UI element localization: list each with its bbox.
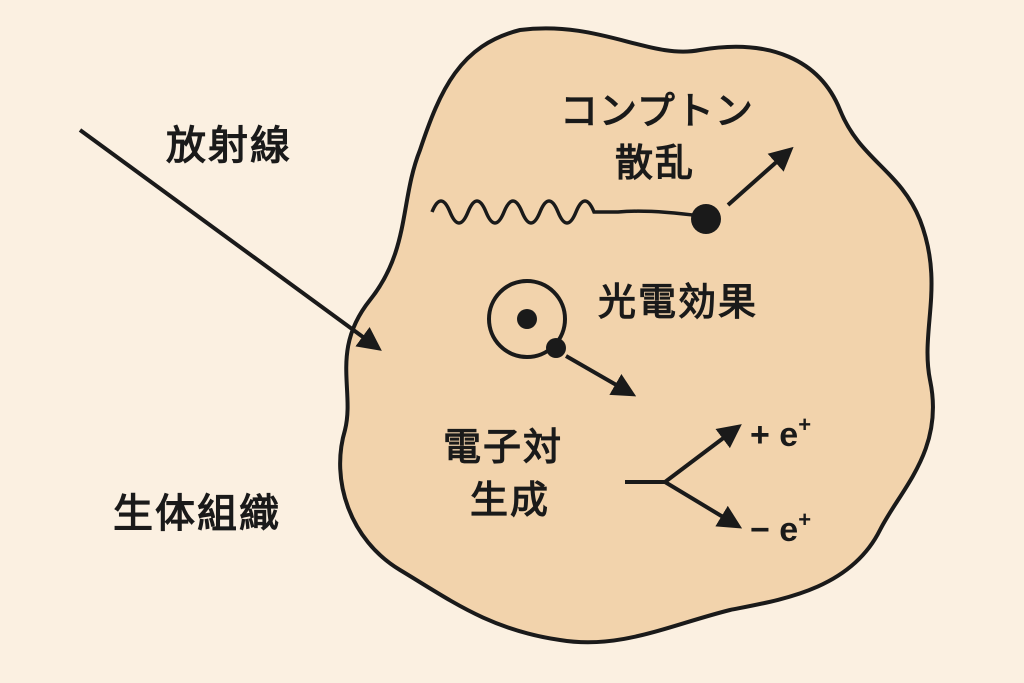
electron-charge: + (798, 507, 812, 532)
electron-arrow (663, 480, 743, 529)
radiation-arrow (78, 128, 382, 351)
compton-scatter-arrow (726, 146, 794, 207)
tissue-label: 生体組織 (113, 491, 281, 537)
positron-charge: + (798, 412, 812, 437)
tissue-blob (338, 26, 936, 645)
photoelectron (546, 338, 566, 358)
compton-electron (691, 204, 721, 234)
atom-nucleus (517, 309, 537, 329)
positron-symbol: + e (750, 416, 799, 454)
compton-label-line1: コンプトン (560, 89, 754, 133)
radiation-label: 放射線 (166, 123, 292, 169)
positron-arrow (663, 424, 742, 484)
photoelectric-label: 光電効果 (598, 280, 759, 324)
pair-production-label-line1: 電子対 (443, 425, 564, 469)
pair-production-label-line2: 生成 (470, 478, 551, 522)
photon-wave (430, 199, 701, 225)
electron-label: − e+ (750, 507, 812, 549)
atom-orbit (487, 279, 567, 359)
photoelectron-arrow (565, 354, 637, 397)
positron-label: + e+ (750, 412, 812, 454)
electron-symbol: − e (750, 511, 799, 549)
compton-label-line2: 散乱 (615, 141, 696, 185)
